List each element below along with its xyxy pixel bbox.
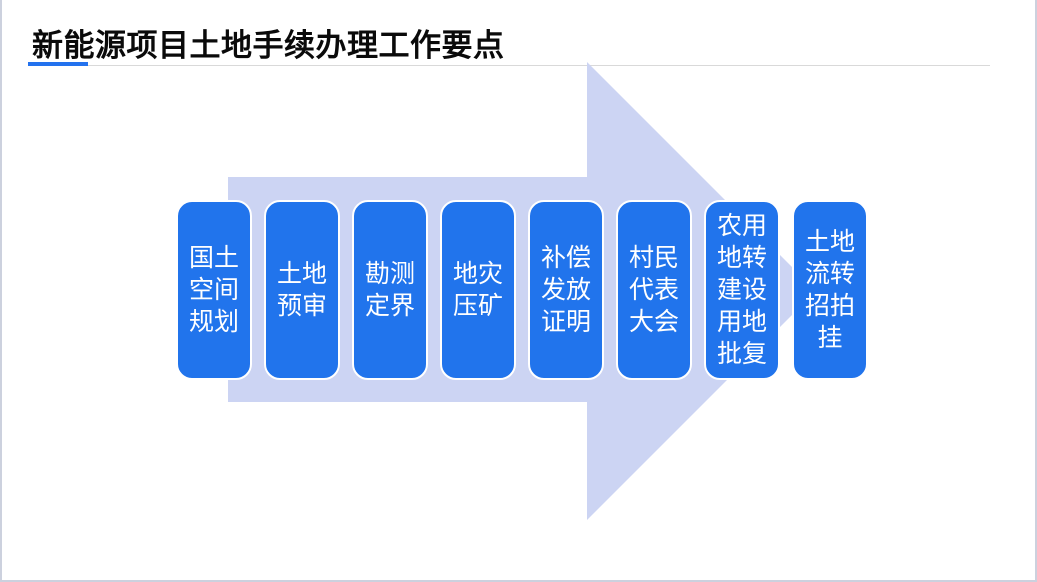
step-label: 补偿 发放 证明 <box>540 244 591 336</box>
step-label: 地灾 压矿 <box>452 260 503 320</box>
process-step-buchang-fafang-zhengming: 补偿 发放 证明 <box>528 200 604 380</box>
step-label: 勘测 定界 <box>364 260 415 320</box>
step-label: 土地 流转 招拍 挂 <box>804 228 855 352</box>
process-step-tudi-liuzhuan-zhaopaigua: 土地 流转 招拍 挂 <box>792 200 868 380</box>
title-divider-line <box>28 65 990 66</box>
process-step-guotu-kongjian-guihua: 国土 空间 规划 <box>176 200 252 380</box>
title-accent-bar <box>28 62 88 66</box>
process-step-cunmin-daibiao-dahui: 村民 代表 大会 <box>616 200 692 380</box>
process-step-kance-dingjie: 勘测 定界 <box>352 200 428 380</box>
process-step-dizai-yakuang: 地灾 压矿 <box>440 200 516 380</box>
process-step-tudi-yushen: 土地 预审 <box>264 200 340 380</box>
step-label: 土地 预审 <box>276 260 327 320</box>
right-arrow-polygon <box>228 62 816 520</box>
slide-title: 新能源项目土地手续办理工作要点 <box>32 28 505 63</box>
step-label: 村民 代表 大会 <box>628 244 679 336</box>
step-label: 国土 空间 规划 <box>188 244 239 336</box>
process-step-nongyongdi-zhuan-pifu: 农用 地转 建设 用地 批复 <box>704 200 780 380</box>
step-label: 农用 地转 建设 用地 批复 <box>716 212 767 368</box>
